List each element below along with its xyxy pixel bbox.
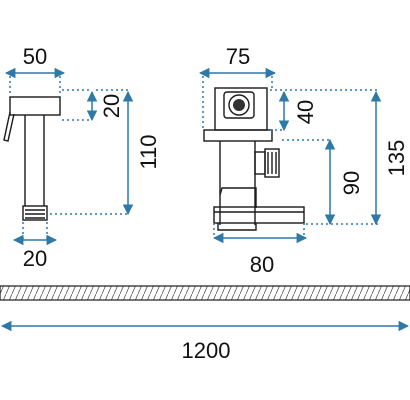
valve-flange bbox=[203, 129, 273, 142]
valve-base bbox=[213, 206, 305, 224]
label-valve-width: 75 bbox=[226, 44, 250, 69]
label-outlet-height: 90 bbox=[339, 171, 364, 195]
label-handle-length: 110 bbox=[136, 134, 161, 169]
spray-head-drawing bbox=[3, 96, 61, 221]
valve-dimensions bbox=[198, 67, 382, 244]
spray-lever bbox=[3, 111, 15, 142]
valve-base-foot bbox=[217, 223, 257, 231]
spray-head-block bbox=[9, 96, 61, 116]
label-hose-length: 1200 bbox=[182, 338, 231, 363]
label-head-width: 50 bbox=[23, 44, 47, 69]
nozzle-thread bbox=[22, 205, 48, 221]
label-head-height: 20 bbox=[99, 94, 124, 118]
braided-hose bbox=[0, 285, 410, 301]
valve-knob bbox=[223, 91, 255, 119]
label-total-height: 135 bbox=[384, 140, 409, 177]
label-base-width: 80 bbox=[250, 252, 274, 277]
label-nozzle-width: 20 bbox=[23, 246, 47, 271]
valve-drawing bbox=[203, 87, 305, 231]
spray-head-dimensions bbox=[4, 67, 134, 246]
label-valve-height: 40 bbox=[293, 100, 318, 124]
hose-drawing bbox=[0, 285, 410, 301]
valve-side-outlet bbox=[264, 148, 280, 178]
valve-knob-circle bbox=[228, 94, 250, 116]
